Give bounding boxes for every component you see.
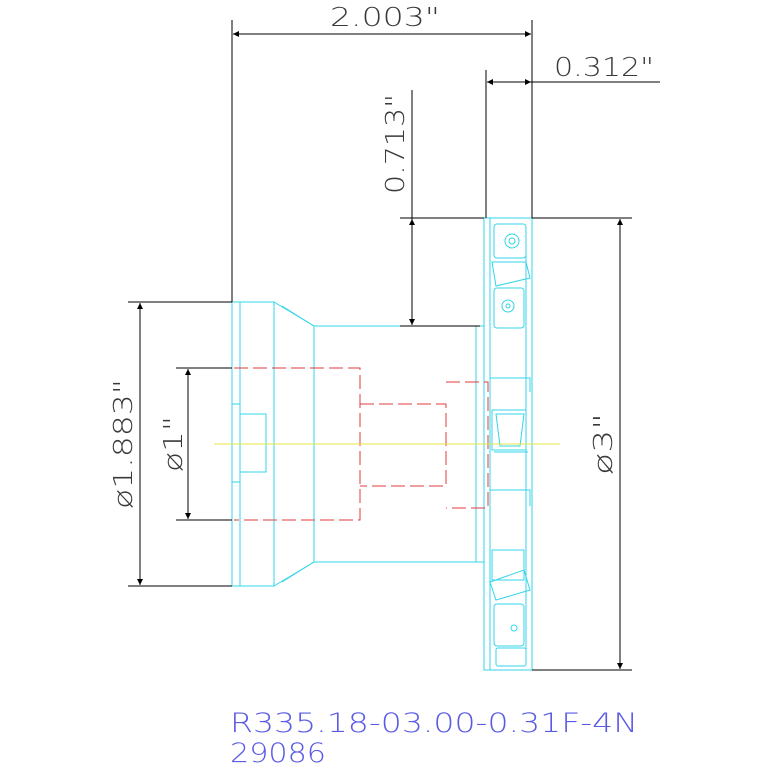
insert-middle [490,377,531,506]
part-code: 29086 [230,738,326,767]
dim-text-bore-diameter: ø1" [159,416,189,472]
dim-text-shank-diameter: ø1.883" [109,379,139,509]
taper-inner-top [281,305,315,327]
dim-text-flange-width: 0.312" [554,53,654,83]
dimension-lines [128,20,660,671]
bore-step [360,403,447,487]
keyway-slot [232,403,267,483]
insert-top [491,223,531,329]
counterbore [446,381,489,509]
insert-bottom [489,549,531,667]
dim-text-cutter-diameter: ø3" [589,413,619,475]
dim-text-overall-length: 2.003" [330,3,440,33]
part-number: R335.18-03.00-0.31F-4N [230,708,638,739]
dim-text-step-height: 0.713" [381,94,411,194]
taper-inner-bottom [281,561,315,583]
